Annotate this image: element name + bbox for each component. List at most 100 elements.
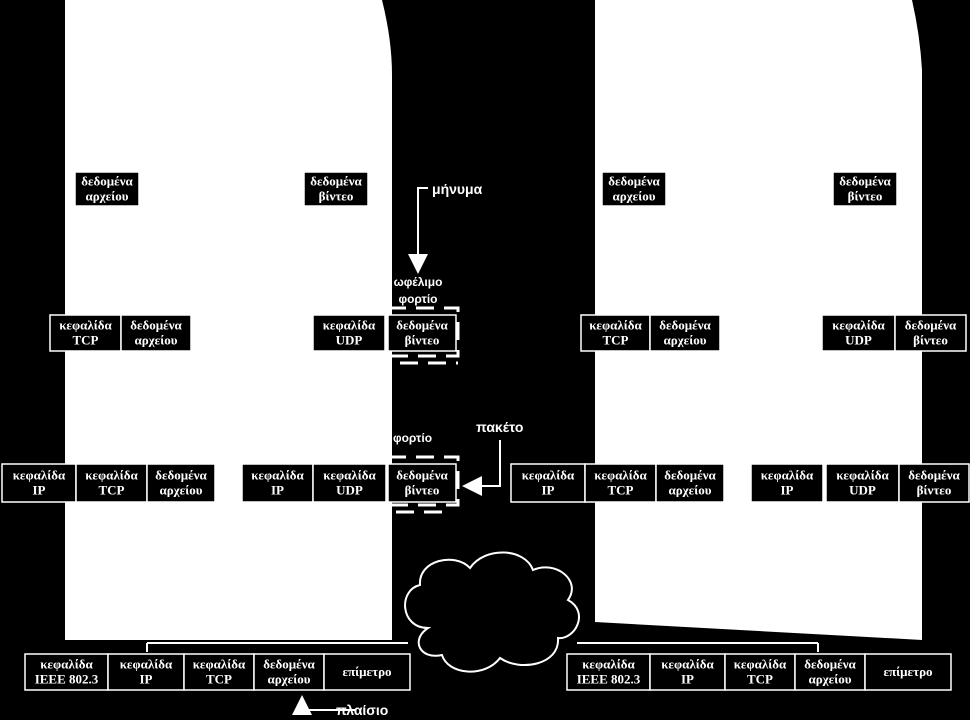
ieee8023-header-cell-text-2: IEEE 802.3 — [35, 672, 99, 687]
ip-header-cell-text-1: κεφαλίδα — [251, 468, 304, 483]
ieee8023-header-cell-box — [566, 653, 651, 691]
video-data-cell-text-1: δεδομένα — [396, 318, 448, 333]
file-data-cell-box — [74, 171, 140, 207]
ip-header-cell-text-2: IP — [33, 483, 46, 498]
udp-header-cell-text-2: UDP — [849, 483, 876, 498]
ip-header-cell-text-1: κεφαλίδα — [120, 657, 173, 672]
trailer-cell: επίμετρο — [864, 653, 952, 691]
video-data-cell-text-1: δεδομένα — [839, 174, 891, 189]
ieee8023-header-cell-text-2: IEEE 802.3 — [577, 672, 641, 687]
video-data-cell-text-2: βίντεο — [917, 483, 952, 498]
video-data-cell-box — [303, 171, 369, 207]
trailer-cell: επίμετρο — [323, 653, 411, 691]
video-data-cell-box — [832, 171, 898, 207]
video-data-cell-text-2: βίντεο — [848, 189, 883, 204]
ip-header-cell-text-1: κεφαλίδα — [761, 468, 814, 483]
udp-header-cell-text-1: κεφαλίδα — [836, 468, 889, 483]
file-data-cell-box — [146, 463, 216, 503]
file-data-cell-text-1: δεδομένα — [130, 318, 182, 333]
ip-header-cell-text-2: IP — [681, 672, 694, 687]
tcp-header-cell-text-1: κεφαλίδα — [734, 657, 787, 672]
tcp-header-cell-text-1: κεφαλίδα — [594, 468, 647, 483]
ip-header-cell-box — [107, 653, 185, 691]
file-data-cell-box — [601, 171, 667, 207]
file-data-cell-box — [649, 314, 721, 352]
udp-header-cell-text-2: UDP — [845, 333, 872, 348]
udp-header-cell-box — [821, 314, 896, 352]
tcp-header-cell-box — [49, 314, 122, 352]
ieee8023-header-cell-text-1: κεφαλίδα — [40, 657, 93, 672]
file-data-cell-box — [120, 314, 192, 352]
trailer-cell-text-1: επίμετρο — [883, 664, 932, 679]
video-data-cell-box — [898, 463, 970, 503]
video-data-cell-box — [894, 314, 967, 352]
tcp-header-cell-text-1: κεφαλίδα — [85, 468, 138, 483]
file-data-cell-text-2: αρχείου — [85, 189, 128, 204]
file-data-cell-text-2: αρχείου — [808, 672, 851, 687]
udp-header-cell-text-1: κεφαλίδα — [832, 318, 885, 333]
video-data-cell-text-2: βίντεο — [405, 333, 440, 348]
tcp-header-cell-text-1: κεφαλίδα — [589, 318, 642, 333]
tcp-header-cell-text-2: TCP — [73, 333, 99, 348]
video-data-cell-text-1: δεδομένα — [908, 468, 960, 483]
tcp-header-cell-text-2: TCP — [747, 672, 773, 687]
file-data-cell-text-2: αρχείου — [612, 189, 655, 204]
ieee8023-header-cell-box — [24, 653, 109, 691]
udp-header-cell-text-1: κεφαλίδα — [323, 318, 376, 333]
file-data-cell-box — [655, 463, 725, 503]
file-data-cell-text-1: δεδομένα — [804, 657, 856, 672]
video-data-cell-text-1: δεδομένα — [310, 174, 362, 189]
file-data-cell-text-1: δεδομένα — [659, 318, 711, 333]
frame-arrow — [292, 695, 355, 715]
tcp-header-cell-box — [75, 463, 148, 503]
file-data-cell-text-2: αρχείου — [267, 672, 310, 687]
file-data-cell-box — [794, 653, 866, 691]
file-data-cell-box — [253, 653, 325, 691]
trailer-cell-box — [864, 653, 952, 691]
packet-label: πακέτο — [476, 419, 523, 435]
ip-header-cell-text-1: κεφαλίδα — [13, 468, 66, 483]
tcp-header-cell-text-2: TCP — [206, 672, 232, 687]
file-data-cell-text-2: αρχείου — [663, 333, 706, 348]
trailer-cell-text-1: επίμετρο — [342, 664, 391, 679]
video-data-cell-text-1: δεδομένα — [396, 468, 448, 483]
ip-header-cell-box — [510, 463, 586, 503]
udp-header-cell-text-2: UDP — [336, 483, 363, 498]
ip-header-cell-text-2: IP — [271, 483, 284, 498]
udp-header-cell-text-2: UDP — [336, 333, 363, 348]
frame-label: πλαίσιο — [336, 702, 388, 718]
file-data-cell-text-1: δεδομένα — [608, 174, 660, 189]
tcp-header-cell-text-2: TCP — [608, 483, 634, 498]
video-data-cell-text-2: βίντεο — [913, 333, 948, 348]
ip-header-cell-box — [750, 463, 824, 503]
udp-header-cell-text-1: κεφαλίδα — [323, 468, 376, 483]
tcp-header-cell-text-1: κεφαλίδα — [59, 318, 112, 333]
tcp-header-cell-text-2: TCP — [603, 333, 629, 348]
ip-header-cell-box — [649, 653, 726, 691]
message-label: μήνυμα — [432, 181, 483, 197]
udp-header-cell-box — [312, 463, 387, 503]
file-data-cell-text-2: αρχείου — [134, 333, 177, 348]
file-data-cell-text-1: δεδομένα — [664, 468, 716, 483]
